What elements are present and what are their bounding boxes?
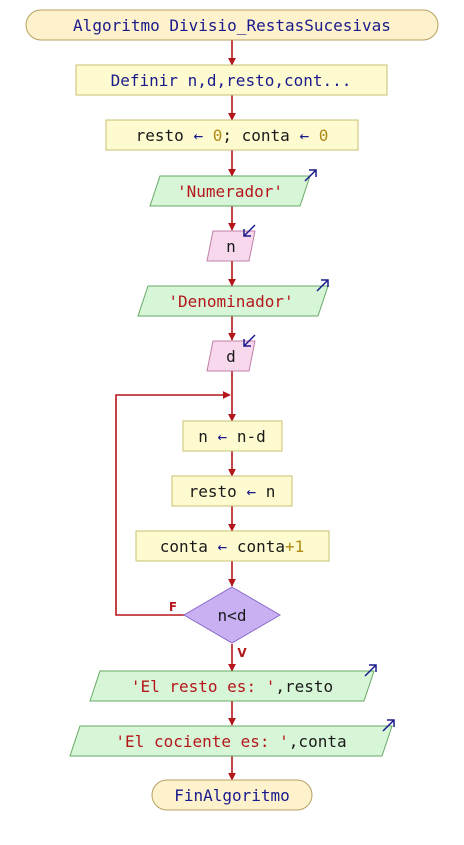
step-n-minus-d-label: n ← n-d: [198, 427, 265, 446]
init-label: resto ← 0; conta ← 0: [136, 126, 329, 145]
connectors: [115, 40, 236, 781]
define-label: Definir n,d,resto,cont...: [111, 71, 352, 90]
false-branch-label: F: [169, 600, 177, 614]
output-resto: 'El resto es: ',resto: [89, 664, 377, 702]
step-resto-n-label: resto ← n: [189, 482, 276, 501]
output-arrow-icon: [304, 169, 317, 182]
true-branch-label: V: [237, 646, 247, 660]
output-cociente: 'El cociente es: ',conta: [69, 719, 395, 757]
init-process: resto ← 0; conta ← 0: [105, 119, 359, 151]
output-arrow-icon: [382, 719, 395, 732]
end-terminator: FinAlgoritmo: [151, 779, 313, 811]
input-n: n: [206, 224, 256, 262]
decision-n-less-d: n<d: [183, 586, 281, 644]
output-resto-label: 'El resto es: ',resto: [131, 677, 333, 696]
step-conta-plus-one: conta ← conta+1: [135, 530, 330, 562]
start-terminator: Algoritmo Divisio_RestasSucesivas: [25, 9, 439, 41]
start-label: Algoritmo Divisio_RestasSucesivas: [73, 16, 391, 35]
output-numerador-label: 'Numerador': [177, 182, 283, 201]
output-denominador-label: 'Denominador': [168, 292, 293, 311]
step-resto-n: resto ← n: [171, 475, 293, 507]
decision-label: n<d: [218, 606, 247, 625]
step-conta-plus-one-label: conta ← conta+1: [160, 537, 305, 556]
input-d: d: [206, 334, 256, 372]
input-d-label: d: [226, 347, 236, 366]
input-n-label: n: [226, 237, 236, 256]
output-arrow-icon: [316, 279, 329, 292]
step-n-minus-d: n ← n-d: [182, 420, 283, 452]
output-denominador: 'Denominador': [137, 279, 329, 317]
output-arrow-icon: [364, 664, 377, 677]
input-arrow-icon: [243, 224, 256, 237]
define-process: Definir n,d,resto,cont...: [75, 64, 388, 96]
input-arrow-icon: [243, 334, 256, 347]
output-cociente-label: 'El cociente es: ',conta: [115, 732, 346, 751]
end-label: FinAlgoritmo: [174, 786, 290, 805]
output-numerador: 'Numerador': [149, 169, 317, 207]
